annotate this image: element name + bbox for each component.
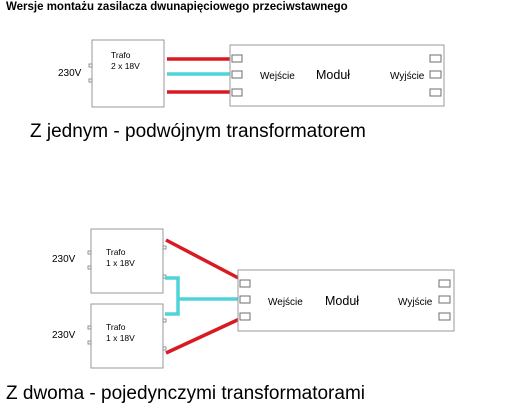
output-pin-2 (429, 70, 442, 79)
output-pin-1 (429, 54, 442, 63)
bottom-mains-pin-2 (87, 340, 92, 345)
transformer-rating: 2 x 18V (111, 61, 140, 71)
module-output-label: Wyjście (390, 71, 425, 82)
transformer-top-box (90, 228, 164, 294)
input-pin-1 (231, 54, 243, 63)
transformer-bottom-rating: 1 x 18V (106, 333, 135, 343)
mains-pin-top (88, 63, 93, 68)
mains-voltage-label-top: 230V (52, 254, 76, 265)
section-single-transformer: 230V Trafo 2 x 18V Wejście Moduł Wyjście… (30, 39, 445, 142)
module2-input-pin-3 (239, 312, 251, 321)
wire-red-bottom-diagonal (165, 314, 247, 355)
wire-cyan-common (165, 276, 180, 316)
top-mains-pin-2 (87, 265, 92, 270)
top-sec-pin-1 (162, 245, 167, 250)
input-pin-2 (231, 70, 243, 79)
module-box (229, 44, 445, 107)
transformer-bottom-box (90, 303, 164, 369)
module-label: Moduł (316, 68, 350, 82)
bottom-mains-pin-1 (87, 325, 92, 330)
module2-output-label: Wyjście (398, 297, 433, 308)
diagram-title: Wersje montażu zasilacza dwunapięciowego… (6, 1, 348, 13)
input-pin-3 (231, 88, 243, 97)
module2-output-pin-3 (438, 312, 451, 321)
module2-output-pin-1 (438, 279, 451, 288)
bottom-sec-pin-1 (162, 318, 167, 323)
module2-label: Moduł (325, 294, 359, 308)
section-two-transformers: 230V Trafo 1 x 18V 230V Trafo 1 x 18V We… (6, 228, 455, 404)
module2-input-pin-2 (239, 295, 251, 304)
bottom-sec-pin-2 (162, 346, 167, 351)
module-box-2 (237, 269, 455, 332)
mains-voltage-label: 230V (58, 68, 82, 79)
transformer-top-rating: 1 x 18V (106, 258, 135, 268)
module2-output-pin-2 (438, 295, 451, 304)
top-mains-pin-1 (87, 250, 92, 255)
section1-caption: Z jednym - podwójnym transformatorem (30, 121, 366, 142)
mains-voltage-label-bottom: 230V (52, 330, 76, 341)
transformer-box (91, 39, 165, 108)
section2-caption: Z dwoma - pojedynczymi transformatorami (6, 383, 365, 404)
transformer-bottom-name: Trafo (106, 322, 126, 332)
module2-input-label: Wejście (268, 297, 303, 308)
transformer-name: Trafo (111, 50, 131, 60)
transformer-top-name: Trafo (106, 247, 126, 257)
wire-red-top-diagonal (165, 238, 247, 284)
module-input-label: Wejście (260, 71, 295, 82)
mains-pin-bottom (88, 78, 93, 83)
module2-input-pin-1 (239, 279, 251, 288)
output-pin-3 (429, 88, 442, 97)
